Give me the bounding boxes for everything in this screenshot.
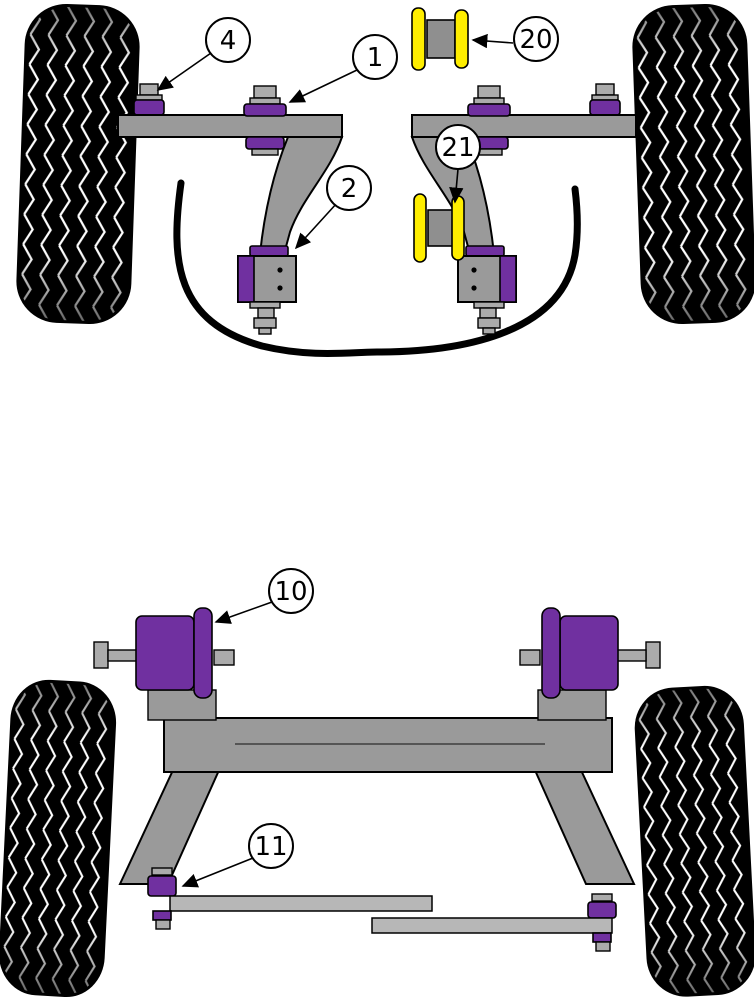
yellow-disc-right	[454, 9, 469, 69]
tire-rear-right	[632, 683, 754, 999]
callout-arrow	[294, 202, 338, 250]
callout-circle	[248, 823, 294, 869]
yellow-disc-left	[411, 7, 426, 71]
callout-arrow	[181, 857, 254, 888]
callout-circle	[205, 17, 251, 63]
tire-front-right	[631, 2, 754, 326]
callout-4: 4	[156, 17, 251, 91]
callout-number: 21	[441, 133, 474, 163]
bushing-item-11-left-top	[147, 875, 177, 897]
subframe-mount-left	[93, 607, 235, 721]
tie-bar-plate	[371, 917, 613, 934]
callout-10: 10	[214, 568, 314, 624]
anti-roll-bar	[173, 179, 581, 357]
callout-1: 1	[288, 34, 398, 103]
spacer-tube	[426, 19, 456, 59]
callout-11: 11	[181, 823, 294, 888]
front-suspension-diagram: 4 1 2 20 21	[15, 2, 754, 357]
callout-20: 20	[471, 16, 559, 62]
callout-circle	[268, 568, 314, 614]
tire-rear-left	[0, 677, 119, 1000]
front-arm-right	[411, 83, 637, 335]
bushing-item-11-left-bottom	[152, 910, 172, 921]
callout-number: 20	[519, 25, 552, 55]
subframe-leg-right	[533, 767, 635, 885]
bushing-item-21	[413, 193, 465, 263]
tie-bar-right	[371, 893, 617, 952]
yellow-disc-left	[413, 193, 427, 263]
subframe-leg-left	[119, 767, 221, 885]
callout-number: 4	[220, 26, 237, 56]
rear-subframe-diagram: 10 11	[0, 568, 754, 1000]
callout-circle	[435, 124, 481, 170]
callout-number: 11	[254, 832, 287, 862]
yellow-disc-right	[451, 195, 465, 261]
tie-bar-plate	[169, 895, 433, 912]
callout-circle	[352, 34, 398, 80]
callout-number: 1	[367, 43, 384, 73]
callout-arrow	[471, 33, 514, 49]
callout-circle	[326, 165, 372, 211]
tie-bar-washer	[591, 893, 613, 902]
callout-number: 10	[274, 577, 307, 607]
tire-front-left	[15, 2, 141, 326]
tie-bar-nut	[595, 941, 611, 952]
callout-2: 2	[294, 165, 372, 250]
tie-bar-left	[147, 867, 433, 930]
bushing-item-20	[411, 7, 469, 71]
subframe-mount-right	[519, 607, 661, 721]
callout-arrow	[288, 69, 358, 103]
front-arm-left	[117, 83, 343, 335]
callout-number: 2	[341, 174, 358, 204]
bushing-item-11-right-bottom	[592, 932, 612, 943]
spacer-tube	[427, 209, 455, 247]
tie-bar-nut	[155, 919, 171, 930]
callout-circle	[513, 16, 559, 62]
callout-arrow	[449, 168, 464, 204]
callout-arrow	[156, 52, 212, 91]
callout-arrow	[214, 601, 273, 624]
bushing-item-11-right-top	[587, 901, 617, 919]
callout-21: 21	[435, 124, 481, 204]
tie-bar-washer	[151, 867, 173, 876]
